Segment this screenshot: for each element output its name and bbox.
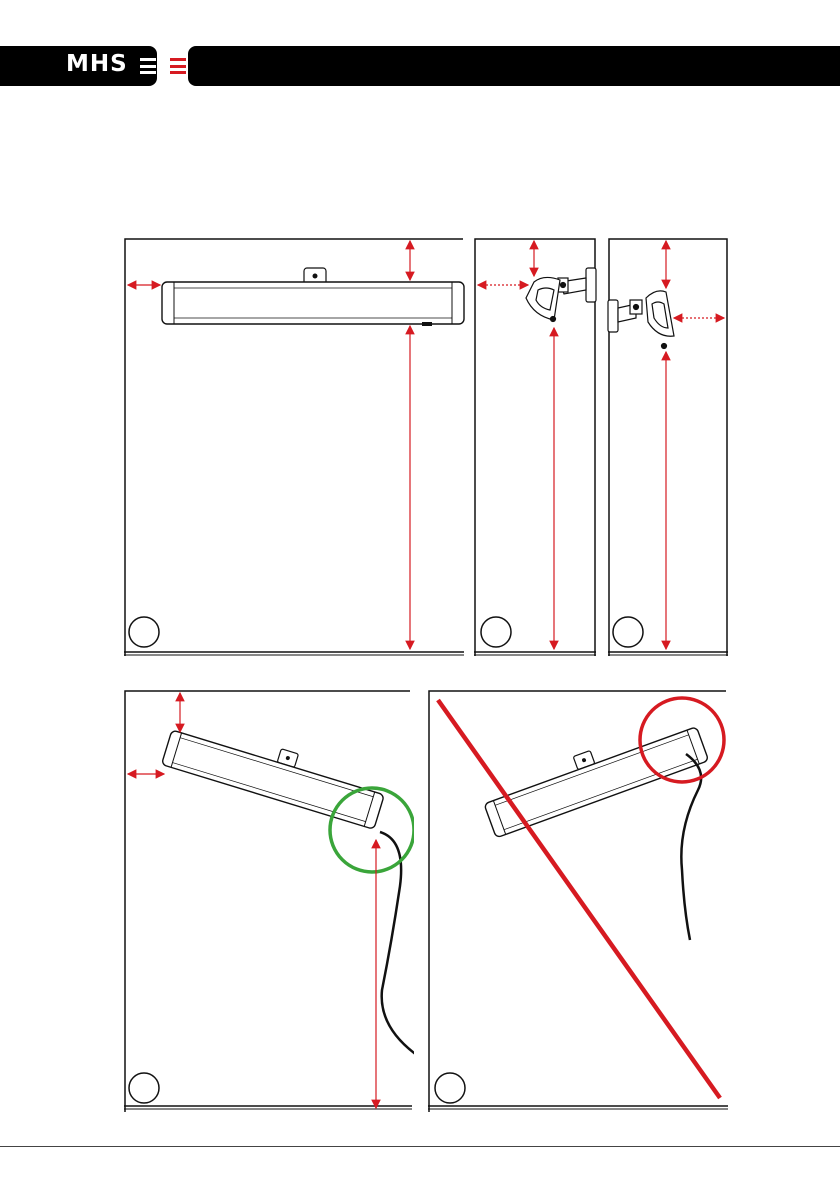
heater-unit: [479, 714, 708, 838]
circle-icon: [613, 617, 643, 647]
heater-unit: [161, 717, 388, 830]
hamburger-icon: [140, 58, 156, 74]
circle-icon: [481, 617, 511, 647]
footer-rule: [0, 1146, 840, 1147]
hamburger-icon[interactable]: [170, 58, 186, 74]
heater-unit: [162, 268, 464, 326]
brand-logo: MHS: [66, 51, 128, 77]
circle-icon: [129, 617, 159, 647]
circle-icon: [435, 1073, 465, 1103]
header-title-bar: [188, 46, 840, 86]
header-logo-bar: MHS: [0, 46, 157, 86]
circle-icon: [129, 1073, 159, 1103]
power-cable: [380, 832, 414, 1060]
figure-side-clearance-2: [606, 238, 730, 656]
figure-front-clearance: [124, 238, 466, 656]
heater-side-profile: [526, 268, 596, 322]
heater-side-profile: [608, 291, 674, 349]
figure-tilted-correct: [124, 690, 414, 1112]
figure-side-clearance-1: [474, 238, 598, 656]
figure-tilted-wrong: [428, 690, 730, 1112]
